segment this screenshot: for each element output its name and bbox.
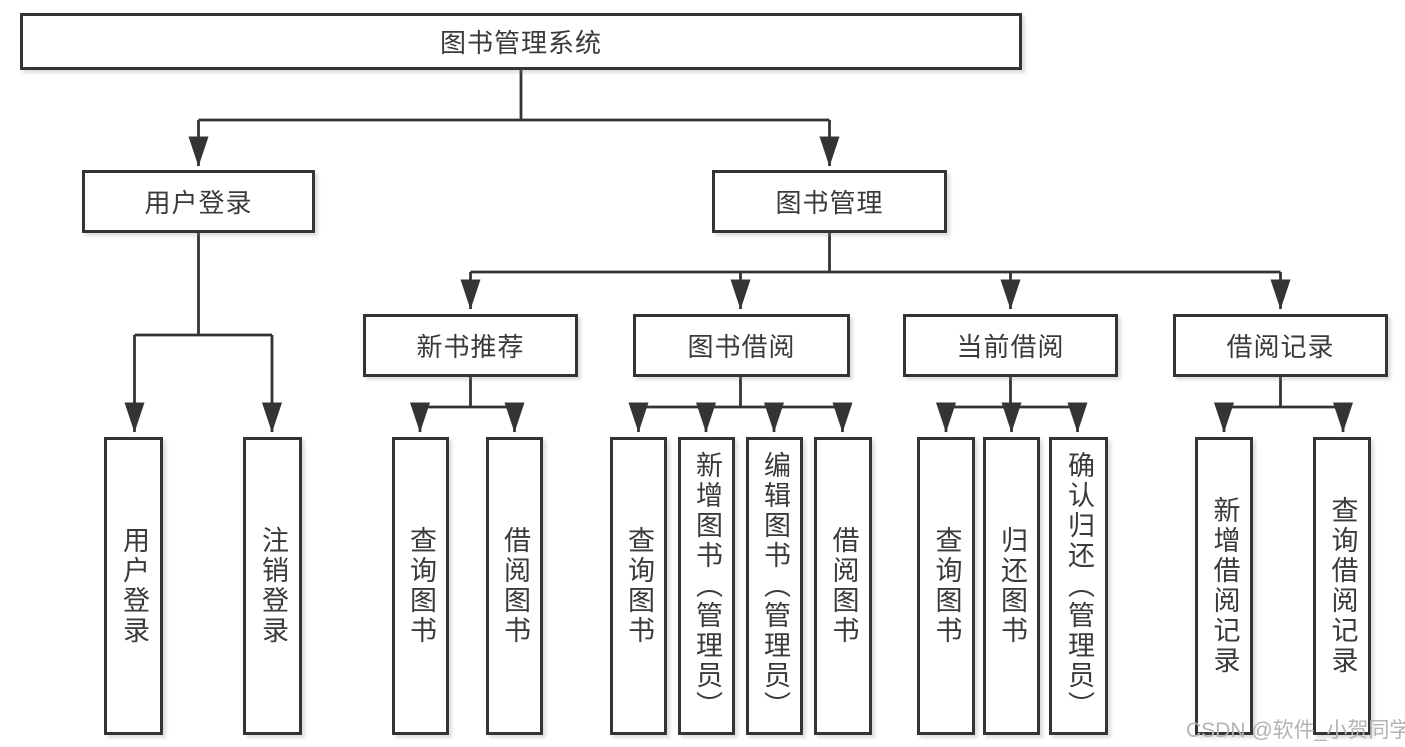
node-current-borrowing: 当前借阅 xyxy=(903,314,1118,377)
leaf-user-login: 用户登录 xyxy=(104,437,163,735)
leaf-logout-label: 注销登录 xyxy=(258,526,288,646)
leaf-edit-book-admin-label: 编辑图书（管理员） xyxy=(760,451,790,721)
node-library-system: 图书管理系统 xyxy=(20,13,1022,70)
leaf-return-books: 归还图书 xyxy=(983,437,1040,735)
leaf-query-borrow-record-label: 查询借阅记录 xyxy=(1327,496,1358,676)
leaf-query-books-recommend-label: 查询图书 xyxy=(406,526,436,646)
leaf-user-login-label: 用户登录 xyxy=(119,526,149,646)
node-new-book-recommendation: 新书推荐 xyxy=(363,314,578,377)
leaf-edit-book-admin: 编辑图书（管理员） xyxy=(746,437,803,735)
connector-spines xyxy=(134,69,1343,409)
leaf-borrow-books-recommend-label: 借阅图书 xyxy=(500,526,530,646)
connector-arrows xyxy=(124,120,1354,433)
leaf-query-books-recommend: 查询图书 xyxy=(392,437,449,735)
csdn-watermark: CSDN @软件_小贺同学 xyxy=(1186,719,1405,742)
node-user-login: 用户登录 xyxy=(82,170,315,233)
leaf-confirm-return-admin: 确认归还（管理员） xyxy=(1049,437,1108,735)
leaf-borrow-books-recommend: 借阅图书 xyxy=(486,437,543,735)
leaf-add-book-admin-label: 新增图书（管理员） xyxy=(692,451,722,721)
leaf-query-books-borrowing-label: 查询图书 xyxy=(624,526,654,646)
leaf-borrow-books-borrowing-label: 借阅图书 xyxy=(828,526,859,646)
node-borrowing-records: 借阅记录 xyxy=(1173,314,1388,377)
leaf-add-borrow-record: 新增借阅记录 xyxy=(1195,437,1253,735)
leaf-query-books-borrowing: 查询图书 xyxy=(610,437,667,735)
leaf-logout: 注销登录 xyxy=(243,437,302,735)
leaf-borrow-books-borrowing: 借阅图书 xyxy=(814,437,872,735)
leaf-add-borrow-record-label: 新增借阅记录 xyxy=(1209,496,1240,676)
leaf-query-borrow-record: 查询借阅记录 xyxy=(1313,437,1371,735)
leaf-query-books-current-label: 查询图书 xyxy=(931,526,962,646)
leaf-confirm-return-admin-label: 确认归还（管理员） xyxy=(1064,451,1094,721)
node-book-management: 图书管理 xyxy=(712,170,947,233)
leaf-query-books-current: 查询图书 xyxy=(917,437,975,735)
leaf-add-book-admin: 新增图书（管理员） xyxy=(678,437,735,735)
leaf-return-books-label: 归还图书 xyxy=(997,526,1027,646)
node-book-borrowing: 图书借阅 xyxy=(633,314,850,377)
